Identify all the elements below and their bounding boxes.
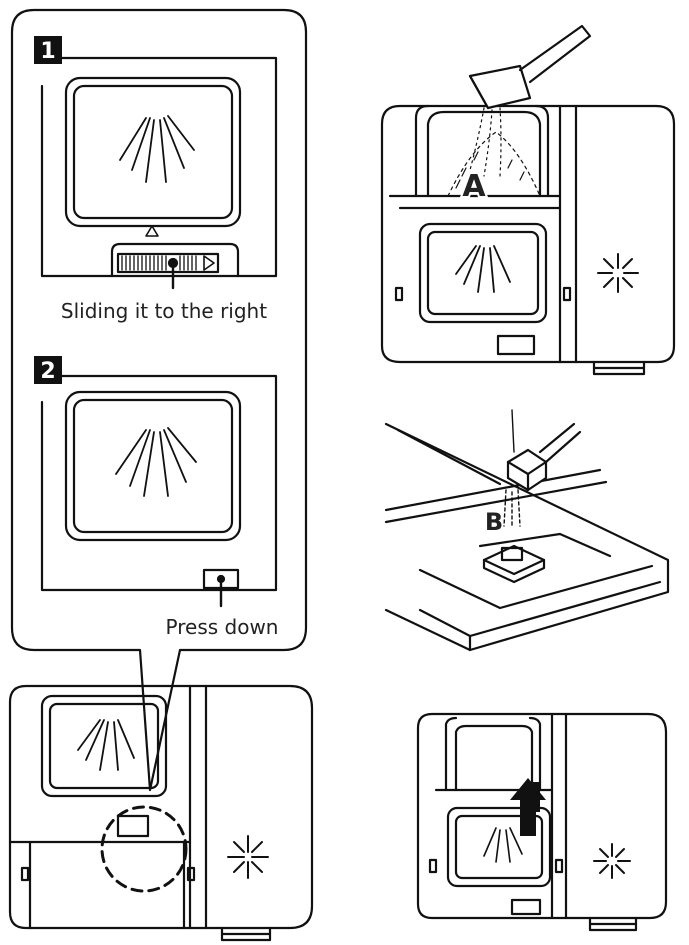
rinse-aid-indicator-icon [593, 843, 631, 879]
step-2-number: 2 [40, 359, 55, 384]
rinse-aid-cap [482, 544, 546, 584]
spray-icon [119, 115, 195, 183]
rinse-aid-compartment [384, 409, 670, 652]
rinse-aid-indicator-icon [227, 835, 269, 879]
spray-icon [483, 827, 523, 863]
arrow-right-icon [203, 255, 215, 271]
spray-icon [455, 245, 511, 293]
step-2-panel [40, 374, 278, 608]
arrow-up-marker-icon [145, 225, 159, 237]
press-button [202, 568, 240, 608]
spray-icon [115, 427, 197, 497]
rinse-aid-stream [503, 489, 521, 527]
step-1-badge [34, 36, 62, 64]
detergent-scoop-icon [468, 24, 592, 110]
marker-a: A [462, 169, 486, 204]
rinse-aid-indicator-icon [597, 253, 639, 293]
spray-icon [77, 719, 135, 771]
marker-b: B [485, 508, 503, 536]
arrow-up-icon [510, 778, 546, 836]
dispenser-closing-lid [416, 712, 668, 932]
slide-lock-control [110, 242, 240, 290]
highlight-circle [100, 805, 188, 893]
rinse-aid-bottle-icon [506, 409, 582, 492]
step-1-number: 1 [40, 39, 55, 64]
dispenser-open-fill-detergent [380, 24, 676, 376]
step-1-caption: Sliding it to the right [61, 299, 267, 323]
step-2-badge [34, 356, 62, 384]
dispenser-closed-left [8, 684, 314, 942]
step-1-panel [40, 56, 278, 290]
step-2-caption: Press down [166, 615, 279, 639]
detergent-powder [447, 107, 541, 197]
